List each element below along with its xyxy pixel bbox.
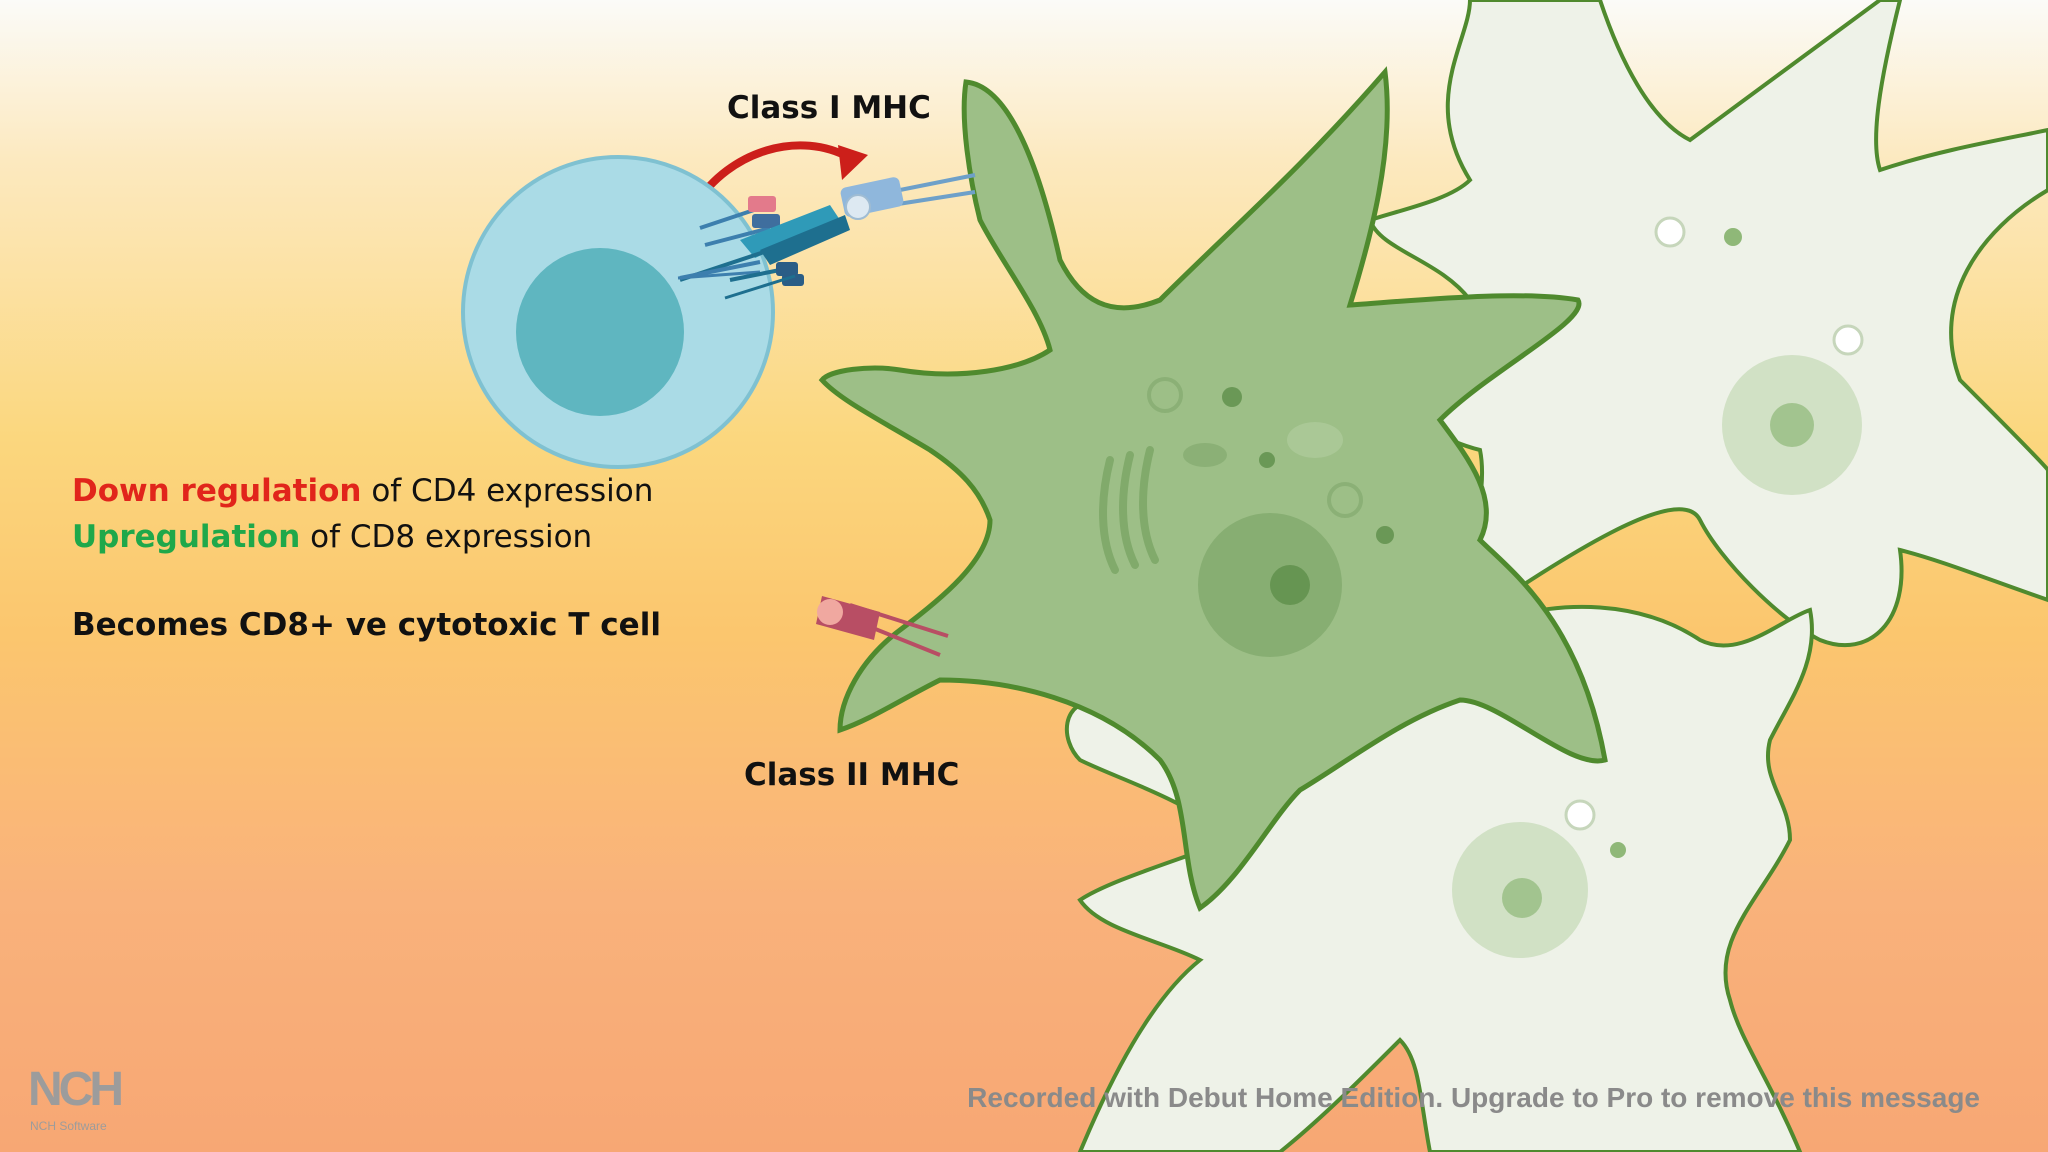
cd8-upregulation-text: Upregulation of CD8 expression — [72, 522, 592, 553]
dendritic-cell — [818, 66, 1608, 912]
cytotoxic-t-cell-text: Becomes CD8+ ve cytotoxic T cell — [72, 607, 661, 643]
receptor-tail — [704, 226, 771, 247]
receptor-tail — [724, 274, 796, 300]
class-1-mhc-molecule — [840, 173, 976, 220]
nch-logo-subtitle: NCH Software — [30, 1119, 107, 1133]
receptor-tail — [729, 268, 781, 282]
nch-logo: NCH — [28, 1063, 124, 1116]
recording-watermark: Recorded with Debut Home Edition. Upgrad… — [967, 1082, 1980, 1113]
arrow-head — [838, 145, 868, 180]
cd8-expression-text: of CD8 expression — [300, 519, 593, 555]
pale-cell-vesicle — [1832, 324, 1864, 356]
cd4-coreceptor — [752, 214, 780, 228]
dendritic-cell-body — [818, 66, 1608, 912]
cd4-expression-text: of CD4 expression — [361, 473, 654, 509]
downregulation-emphasis: Down regulation — [72, 473, 362, 509]
cd8-coreceptor — [776, 262, 798, 276]
class-2-mhc-label: Class II MHC — [744, 757, 960, 793]
receptor-tail — [679, 260, 761, 280]
t-cell-nucleus — [516, 248, 684, 416]
mitochondrion — [1183, 443, 1227, 467]
upregulation-emphasis: Upregulation — [72, 519, 301, 555]
dendritic-cell-vesicle — [1327, 482, 1363, 518]
golgi-apparatus — [1099, 446, 1159, 574]
cd4-downregulation-text: Down regulation of CD4 expression — [72, 476, 653, 507]
pale-cell-vesicle — [1564, 799, 1596, 831]
dendritic-cell-granule — [1222, 387, 1242, 407]
pale-cell-nucleolus — [1770, 403, 1814, 447]
class-1-mhc-label: Class I MHC — [727, 90, 931, 126]
tcr-complex — [740, 205, 840, 258]
t-cell-receptors — [677, 196, 850, 300]
pale-cell-granule — [1610, 842, 1626, 858]
pale-cell-nucleolus — [1502, 878, 1542, 918]
peptide-antigen — [845, 194, 871, 220]
dendritic-cell-granule — [1259, 452, 1275, 468]
cd4-coreceptor — [748, 196, 776, 212]
class-2-mhc-molecule — [816, 596, 949, 657]
tcr-complex — [760, 215, 850, 265]
mitochondrion — [1287, 422, 1343, 458]
pale-cell-granule — [1724, 228, 1742, 246]
dendritic-cell-nucleolus — [1270, 565, 1310, 605]
dendritic-cell-granule — [1376, 526, 1394, 544]
pale-cell-vesicle — [1654, 216, 1686, 248]
mhc-2-peptide — [817, 599, 843, 625]
t-cell — [461, 155, 775, 469]
pale-dendritic-cell-upper-right — [1367, 0, 2048, 647]
dendritic-cell-vesicle — [1147, 377, 1183, 413]
